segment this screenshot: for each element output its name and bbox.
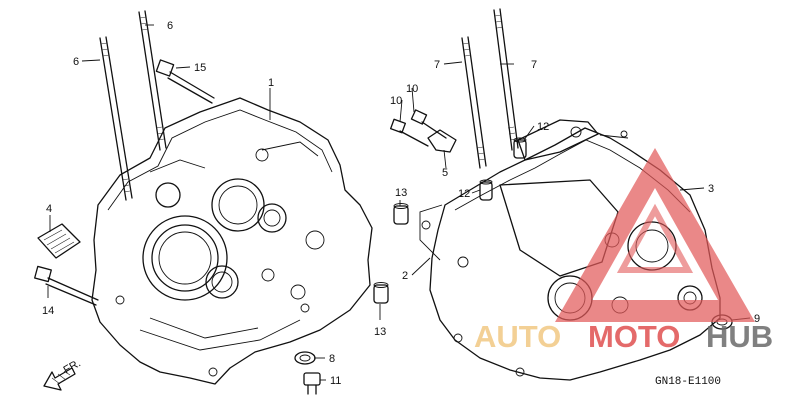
callout-9: 9 [754, 313, 760, 325]
drawing-code: GN18-E1100 [655, 376, 721, 388]
front-direction-arrow [43, 367, 76, 391]
callout-5: 5 [442, 167, 448, 179]
left-crankcase [91, 97, 373, 385]
callout-6-right: 6 [167, 20, 173, 32]
callout-10-bottom: 10 [390, 95, 402, 107]
watermark-triangle-icon [555, 148, 755, 322]
callout-15: 15 [194, 62, 206, 74]
left-fasteners [34, 10, 321, 395]
callout-13-bottom: 13 [374, 326, 386, 338]
callout-12-bottom: 12 [458, 188, 470, 200]
callout-3: 3 [708, 183, 714, 195]
callout-8: 8 [329, 353, 335, 365]
callout-10-top: 10 [406, 83, 418, 95]
callouts: 1 2 3 4 5 6 6 7 7 8 9 10 10 11 12 12 13 … [42, 20, 760, 387]
callout-11: 11 [330, 375, 341, 387]
front-direction-label: FR. [62, 357, 83, 376]
watermark-moto: MOTO [588, 319, 680, 354]
callout-7-right: 7 [531, 59, 537, 71]
callout-14: 14 [42, 305, 54, 317]
callout-12-top: 12 [537, 121, 549, 133]
watermark-auto: AUTO [474, 319, 561, 354]
right-crankcase [419, 119, 733, 381]
left-leaders [47, 24, 326, 381]
callout-13-top: 13 [395, 187, 407, 199]
callout-1: 1 [268, 77, 274, 89]
callout-2: 2 [402, 270, 408, 282]
watermark-hub: HUB [706, 319, 773, 354]
right-fasteners [373, 8, 527, 304]
callout-6-left: 6 [73, 56, 79, 68]
watermark: AUTO MOTO HUB [474, 148, 773, 354]
right-leaders [379, 61, 751, 321]
callout-4: 4 [46, 203, 52, 215]
callout-7-left: 7 [434, 59, 440, 71]
